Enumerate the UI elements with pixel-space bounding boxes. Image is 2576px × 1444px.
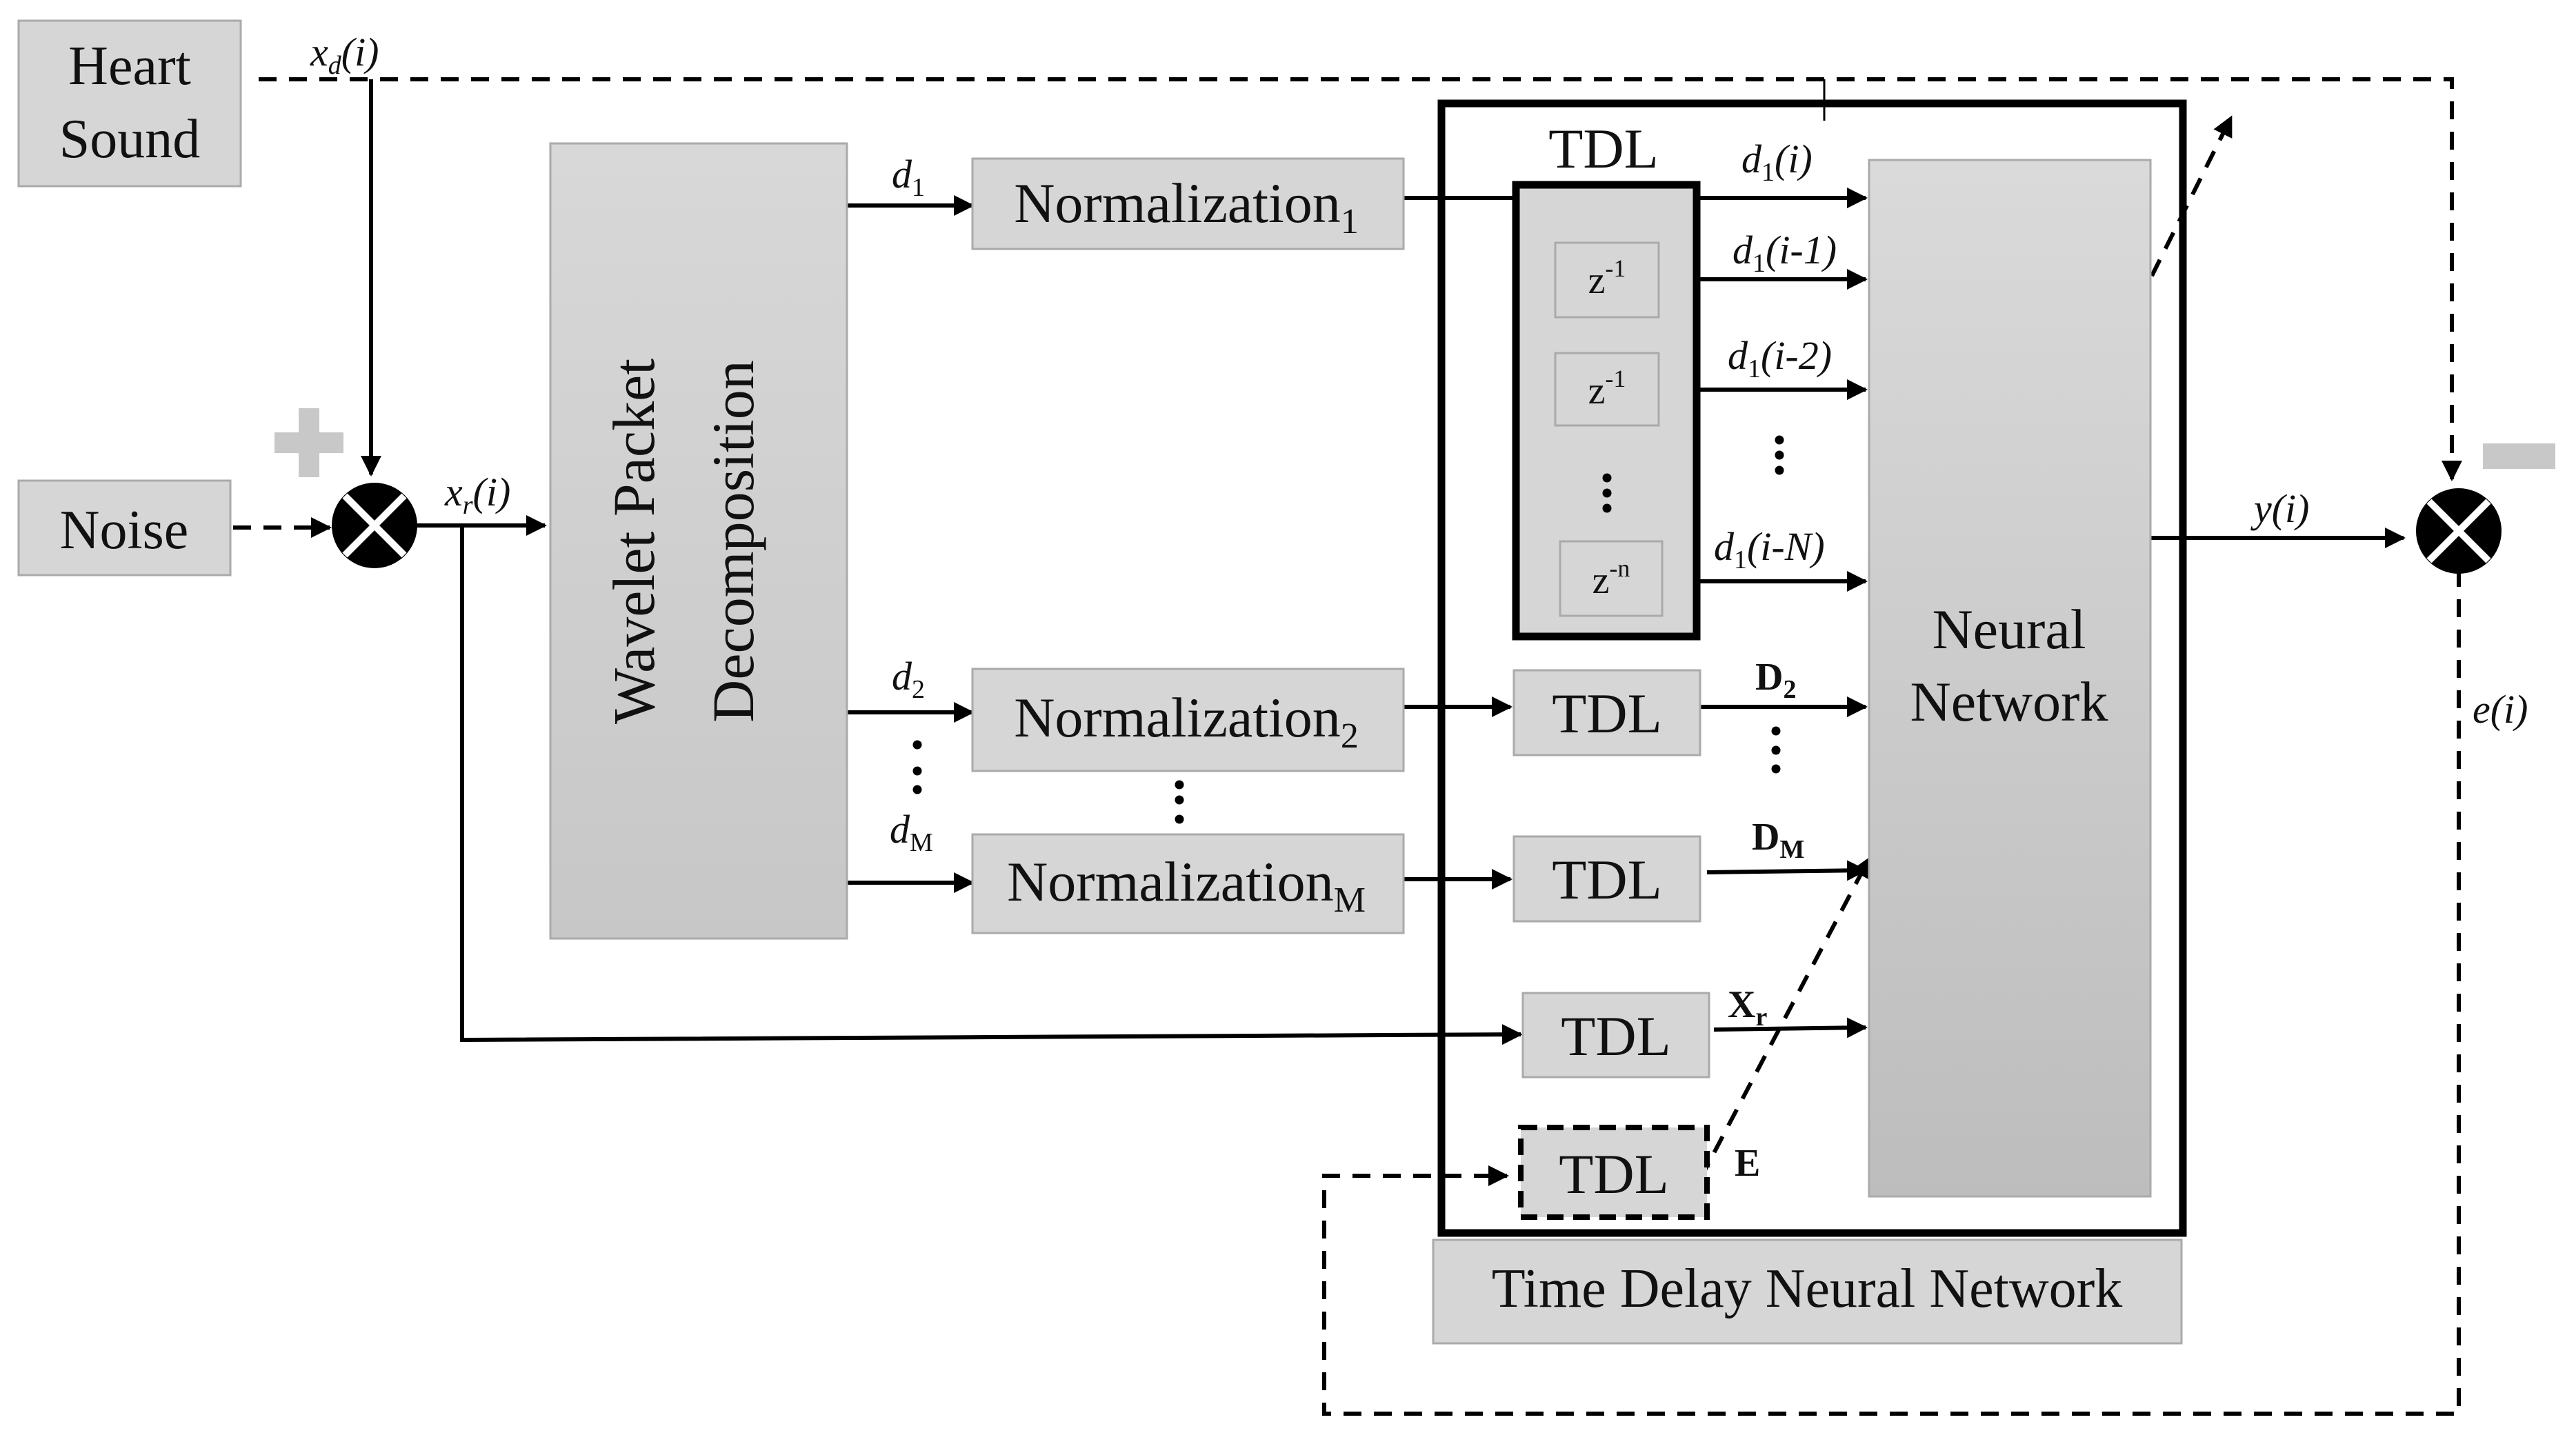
e-error-label: e(i) [2473, 687, 2528, 732]
normalization-M-label: NormalizationM [1007, 850, 1366, 920]
neural-network-label-line2: Network [1910, 670, 2108, 733]
xd-label: xd(i) [310, 30, 379, 80]
tdl-d2-block: TDL [1512, 669, 1701, 756]
weight-update-dashed-arrow [2150, 115, 2233, 277]
error-tdl-dashed-arrow [1698, 856, 1871, 1181]
desired-signal-dashed-path [259, 77, 2462, 481]
d1-i-N-label: d1(i-N) [1714, 524, 1825, 574]
xr-bypass-line [460, 525, 1523, 1045]
tdl-d2-label: TDL [1552, 682, 1661, 745]
xr-label: xr(i) [444, 470, 510, 520]
delay-z2-block: z-1 [1554, 352, 1660, 427]
delay-zn-block: z-n [1559, 540, 1664, 617]
d1-i-label: d1(i) [1741, 137, 1813, 187]
D2-label: D2 [1755, 656, 1796, 704]
normalization-1-block: Normalization1 [971, 157, 1405, 250]
tdl-to-nn-arrows [1700, 696, 1868, 1039]
summing-junction-input [332, 483, 417, 568]
d1-i-1-label: d1(i-1) [1733, 228, 1837, 278]
d1-label: d1 [892, 152, 925, 202]
delay-z1-block: z-1 [1554, 241, 1660, 319]
noise-block: Noise [17, 479, 232, 576]
tdl-error-block: TDL [1518, 1125, 1710, 1220]
normalization-M-block: NormalizationM [971, 833, 1405, 934]
tdl-xr-label: TDL [1561, 1005, 1670, 1067]
noise-label: Noise [60, 500, 189, 561]
ellipsis-dots [912, 435, 1784, 824]
error-feedback-dashed-path [1322, 569, 2461, 1416]
y-output-label: y(i) [2250, 486, 2310, 531]
heart-sound-label-line1: Heart [68, 36, 191, 97]
delay-zn-label: z-n [1592, 554, 1630, 602]
E-label: E [1735, 1142, 1760, 1185]
heart-sound-label-line2: Sound [59, 109, 201, 170]
normalization-1-label: Normalization1 [1014, 172, 1359, 241]
neural-network-label-line1: Neural [1932, 598, 2086, 661]
plus-sign-icon [274, 408, 343, 477]
tdnn-outer-frame [1437, 99, 2187, 1237]
tdnn-caption-block: Time Delay Neural Network [1432, 1239, 2183, 1345]
wpd-label-line1: Wavelet Packet [601, 359, 667, 724]
d1-i-2-label: d1(i-2) [1728, 333, 1832, 383]
delay-z2-label: z-1 [1588, 365, 1626, 412]
normalization-2-label: Normalization2 [1014, 686, 1359, 756]
neural-network-block: Neural Network [1868, 159, 2152, 1198]
delay-z1-label: z-1 [1588, 254, 1626, 302]
normalization-2-block: Normalization2 [971, 668, 1405, 772]
tdl-xr-block: TDL [1521, 992, 1710, 1079]
tdl-dM-label: TDL [1552, 848, 1661, 911]
wavelet-packet-decomposition-block: Wavelet Packet Decomposition [549, 142, 848, 940]
DM-label: DM [1752, 816, 1804, 864]
summing-junction-output [2416, 488, 2502, 574]
tdl-top-label: TDL [1548, 117, 1658, 180]
tdl-dM-block: TDL [1512, 835, 1701, 923]
minus-sign-icon [2483, 443, 2555, 469]
Xr-label: Xr [1728, 983, 1767, 1032]
tdl-error-label: TDL [1559, 1143, 1668, 1205]
d2-label: d2 [892, 654, 925, 704]
wpd-label-line2: Decomposition [700, 360, 766, 723]
dM-label: dM [890, 807, 933, 857]
heart-sound-block: Heart Sound [17, 19, 242, 188]
tdnn-caption-label: Time Delay Neural Network [1492, 1259, 2123, 1319]
